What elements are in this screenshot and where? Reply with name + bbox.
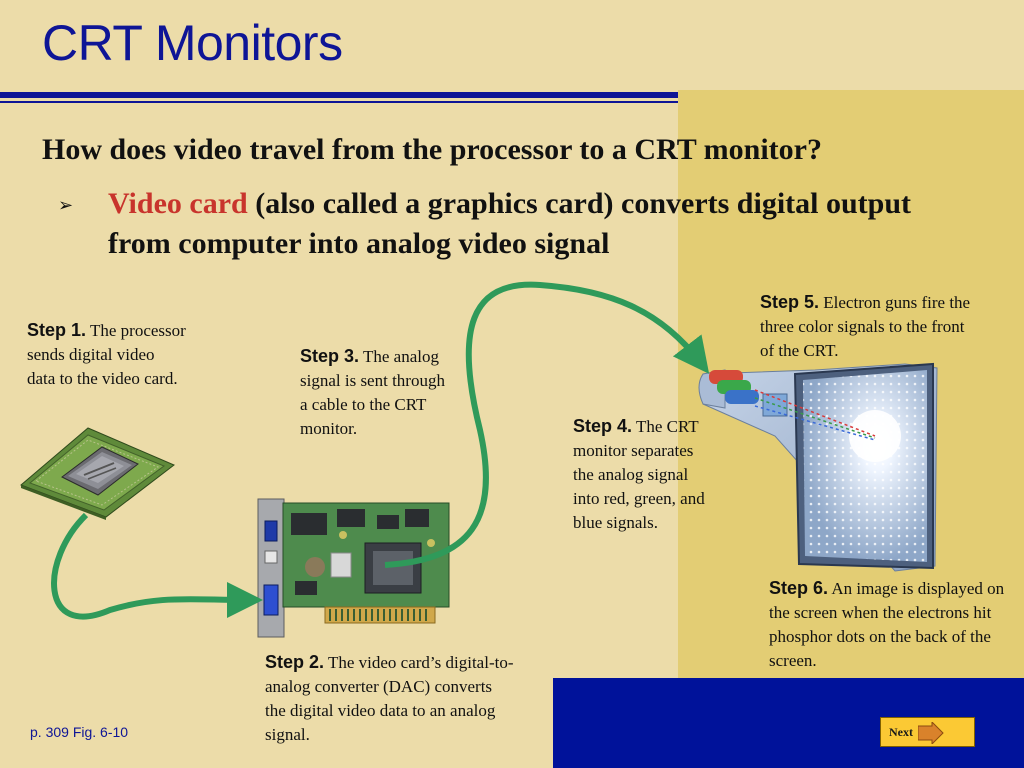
step-2-label: Step 2. — [265, 652, 325, 672]
step-1-caption: Step 1. The processor sends digital vide… — [27, 318, 187, 391]
figure-reference: p. 309 Fig. 6-10 — [30, 724, 129, 740]
bullet-arrow-icon: ➢ — [58, 195, 74, 216]
bullet-highlight: Video card — [108, 187, 248, 220]
step-1-label: Step 1. — [27, 320, 87, 340]
slide-question: How does video travel from the processor… — [42, 133, 822, 166]
slide-title: CRT Monitors — [42, 15, 343, 71]
video-card-image — [257, 498, 450, 638]
step-6-caption: Step 6. An image is displayed on the scr… — [769, 576, 1021, 673]
step-3-label: Step 3. — [300, 346, 360, 366]
step-2-caption: Step 2. The video card’s digital-to-anal… — [265, 650, 515, 747]
step-4-label: Step 4. — [573, 416, 633, 436]
bullet-body: (also called a graphics card) converts d… — [108, 187, 912, 260]
next-button[interactable]: Next — [880, 717, 975, 747]
step-4-text: The CRT monitor separates the analog sig… — [573, 417, 705, 532]
crt-monitor-image — [698, 362, 938, 572]
next-arrow-icon — [918, 722, 944, 744]
step-5-caption: Step 5. Electron guns fire the three col… — [760, 290, 980, 363]
arrow-processor-to-card — [51, 512, 263, 620]
step-6-label: Step 6. — [769, 578, 829, 598]
step-1-text: The processor sends digital video data t… — [27, 321, 186, 388]
step-5-label: Step 5. — [760, 292, 820, 312]
step-4-caption: Step 4. The CRT monitor separates the an… — [573, 414, 718, 535]
step-3-text: The analog signal is sent through a cabl… — [300, 347, 445, 438]
step-3-caption: Step 3. The analog signal is sent throug… — [300, 344, 450, 441]
processor-chip-image — [20, 427, 175, 520]
step-5-text: Electron guns fire the three color signa… — [760, 293, 971, 360]
title-rule-thick — [0, 92, 678, 98]
title-rule-thin — [0, 101, 678, 103]
arrow-card-to-monitor — [384, 281, 710, 568]
next-button-label: Next — [889, 725, 913, 739]
bullet-text: Video card (also called a graphics card)… — [108, 184, 968, 264]
step-2-text: The video card’s digital-to-analog conve… — [265, 653, 514, 744]
step-6-text: An image is displayed on the screen when… — [769, 579, 1005, 670]
